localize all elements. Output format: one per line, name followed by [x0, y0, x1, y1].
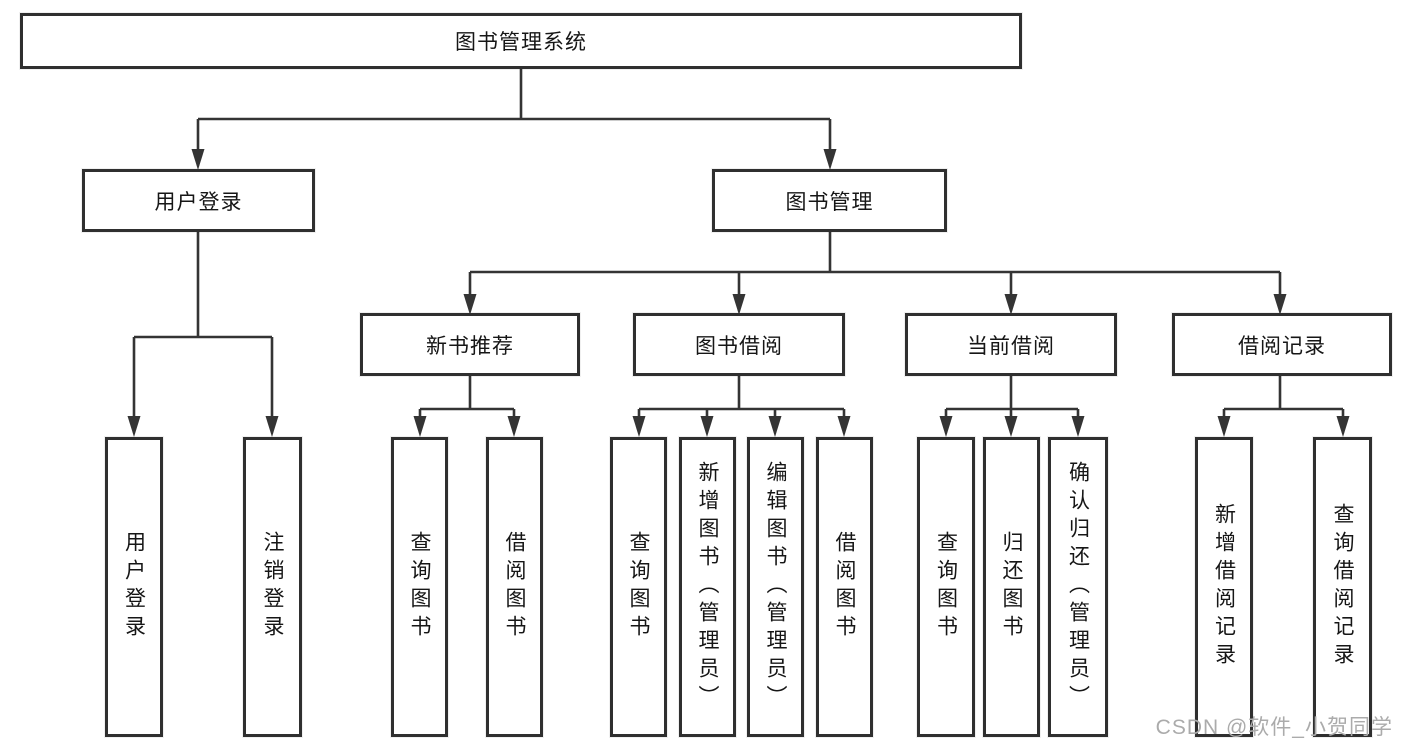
leaf-logout: 注销登录 — [243, 437, 302, 737]
leaf-edit-book-admin-label: 编辑图书（管理员） — [764, 461, 787, 713]
leaf-return-book: 归还图书 — [983, 437, 1040, 737]
leaf-borrow-book: 借阅图书 — [816, 437, 873, 737]
leaf-add-book-admin-label: 新增图书（管理员） — [696, 461, 719, 713]
leaf-add-borrow-record-label: 新增借阅记录 — [1212, 503, 1236, 671]
connector-borrow-record-children — [1217, 376, 1350, 437]
csdn-watermark: CSDN @软件_小贺同学 — [1155, 716, 1393, 739]
connector-book-mgmt-children — [463, 232, 1287, 315]
leaf-query-borrow-record-label: 查询借阅记录 — [1331, 503, 1354, 671]
leaf-borrow-book-label: 借阅图书 — [833, 531, 856, 643]
node-current-borrow: 当前借阅 — [905, 313, 1117, 376]
leaf-borrow-query-book: 查询图书 — [610, 437, 667, 737]
connector-book-borrow-children — [632, 376, 851, 437]
leaf-recommend-query-book-label: 查询图书 — [408, 531, 431, 643]
node-borrow-record: 借阅记录 — [1172, 313, 1392, 376]
connector-new-book-children — [413, 376, 521, 437]
leaf-recommend-borrow-book-label: 借阅图书 — [503, 531, 526, 643]
connector-root-to-level2 — [191, 69, 837, 170]
leaf-user-login-label: 用户登录 — [122, 531, 146, 643]
leaf-confirm-return-admin-label: 确认归还（管理员） — [1066, 461, 1090, 713]
leaf-borrow-query-book-label: 查询图书 — [627, 531, 650, 643]
leaf-add-borrow-record: 新增借阅记录 — [1195, 437, 1253, 737]
leaf-logout-label: 注销登录 — [261, 531, 284, 643]
leaf-user-login: 用户登录 — [105, 437, 163, 737]
node-root-system: 图书管理系统 — [20, 13, 1022, 69]
leaf-current-query-book: 查询图书 — [917, 437, 975, 737]
leaf-query-borrow-record: 查询借阅记录 — [1313, 437, 1372, 737]
node-book-management: 图书管理 — [712, 169, 947, 232]
node-book-borrow: 图书借阅 — [633, 313, 845, 376]
node-user-login: 用户登录 — [82, 169, 315, 232]
leaf-recommend-borrow-book: 借阅图书 — [486, 437, 543, 737]
leaf-confirm-return-admin: 确认归还（管理员） — [1048, 437, 1108, 737]
leaf-edit-book-admin: 编辑图书（管理员） — [747, 437, 804, 737]
leaf-add-book-admin: 新增图书（管理员） — [679, 437, 736, 737]
connector-user-login-children — [127, 232, 279, 437]
connector-current-borrow-children — [939, 376, 1085, 437]
node-new-book-recommend: 新书推荐 — [360, 313, 580, 376]
leaf-recommend-query-book: 查询图书 — [391, 437, 448, 737]
leaf-current-query-book-label: 查询图书 — [934, 531, 958, 643]
leaf-return-book-label: 归还图书 — [1000, 531, 1023, 643]
